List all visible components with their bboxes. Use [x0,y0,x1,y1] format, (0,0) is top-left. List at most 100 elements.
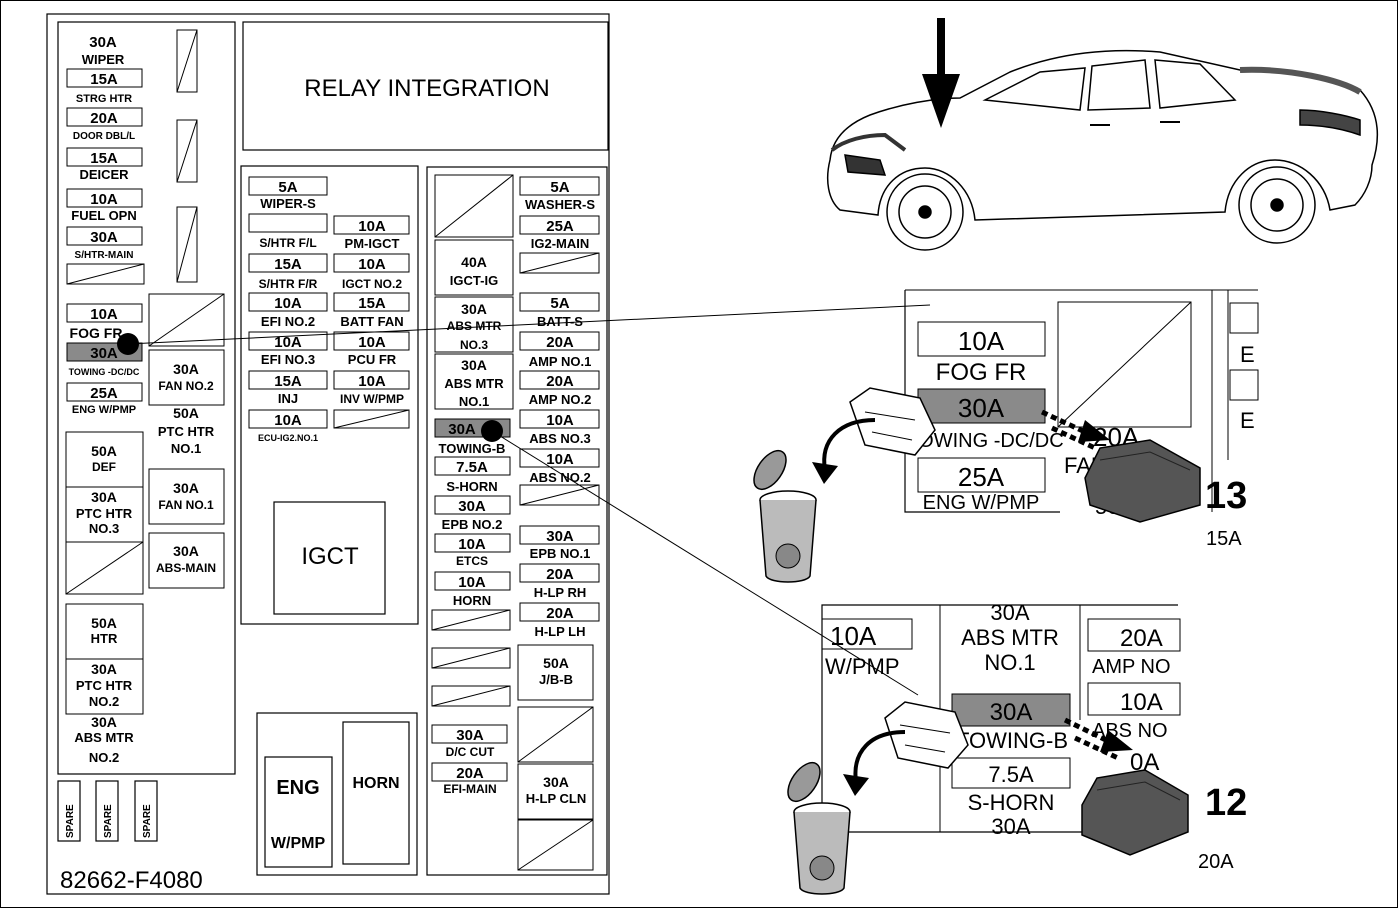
fuse-amp: 7.5A [456,459,488,476]
fuse-name: EPB NO.2 [442,517,503,532]
fuse-name: ABS NO.3 [529,431,590,446]
fuse-amp: 10A [90,306,118,323]
fuse-amp: 10A [458,574,486,591]
fuse-amp: 20A [456,765,484,782]
fuse-amp: 15A [358,295,386,312]
fuse-name: DEF [92,460,116,474]
fuse-amp: 20A [546,605,574,622]
fuse-amp: 10A [274,412,302,429]
detail-partial: 10A [830,621,877,651]
fuse-name: S/HTR F/R [259,277,318,291]
fuse-name: FUEL OPN [71,208,137,223]
fuse-amp: 30A [89,34,117,51]
fuse-name: WASHER-S [525,197,595,212]
fuse-name: S/HTR F/L [259,236,316,250]
detail-fuse-name: TOWING-B [956,728,1068,753]
fuse-amp: 30A [461,357,487,373]
fuse-name: FAN NO.1 [158,498,214,512]
fuse-name: HORN [453,593,491,608]
fuse-amp: 20A [546,373,574,390]
fuse-amp: 30A [458,498,486,515]
fuse-amp: 10A [274,334,302,351]
detail-fuse-amp: 10A [958,326,1005,356]
detail-top: 10A FOG FR 30A TOWING -DC/DC 25A ENG W/P… [753,289,1259,583]
fuse-name: J/B-B [539,672,573,687]
detail-fuse-amp: 30A [958,393,1005,423]
fuse-name: PCU FR [348,352,397,367]
fuse-amp: 30A [173,480,199,496]
eng-horn-block [256,712,418,876]
part-number: 82662-F4080 [60,867,203,894]
fuse-amp: 30A [173,543,199,559]
fuse-amp: 10A [458,536,486,553]
fuse-name: ECU-IG2.NO.1 [258,433,318,443]
fuse-amp: 10A [358,334,386,351]
detail-partial: 10A [1120,689,1163,716]
fuse-amp: 30A [91,714,117,730]
step-number: 13 [1205,475,1247,517]
spare-label-2: SPARE [103,804,114,838]
fuse-name: H-LP CLN [526,791,586,806]
fuse-name: PM-IGCT [345,236,400,251]
fuse-name: IGCT NO.2 [342,277,402,291]
fuse-name: INJ [278,391,298,406]
relay-integration-box [242,21,609,151]
fuse-box [46,13,610,895]
fuse-amp: 30A [546,528,574,545]
fuse-name: IG2-MAIN [531,236,590,251]
detail-fuse-amp: 7.5A [988,762,1034,787]
callout-dot-1 [117,333,139,355]
fuse-name: EFI-MAIN [443,782,496,796]
fuse-amp: 50A [543,655,569,671]
fuse-name: NO.1 [171,441,201,456]
detail-fuse-name: FOG FR [936,359,1027,386]
detail-fuse-name: TOWING -DC/DC [906,430,1063,452]
fuse-name: ABS MTR [447,319,502,333]
fuse-amp: 30A [461,301,487,317]
fuse-name: NO.3 [89,521,119,536]
fuse-name: TOWING-B [439,441,506,456]
fuse-name: AMP NO.2 [529,392,592,407]
fuse-amp: 5A [550,179,569,196]
fuse-amp: 30A [91,661,117,677]
fuse-amp: 30A [173,361,199,377]
left-column-fuses: 30A WIPER 15A STRG HTR 20A DOOR DBL/L 15… [65,34,225,765]
curved-arrow-icon [853,730,906,783]
detail-partial: 20A [1120,625,1163,652]
detail-bottom: 10A W/PMP 30A ABS MTR NO.1 20A AMP NO 10… [787,600,1247,895]
detail-partial: E [1240,342,1255,367]
detail-fuse-name: ENG W/PMP [923,492,1040,514]
fuse-name: PTC HTR [76,678,133,693]
fuse-amp: 30A [91,489,117,505]
fuse-amp: 20A [546,566,574,583]
detail-partial: AMP NO [1092,656,1171,678]
fuse-amp: 20A [90,110,118,127]
fuse-amp: 10A [358,256,386,273]
new-fuse-icon [1081,769,1189,856]
detail-partial: E [1240,408,1255,433]
fuse-amp: 15A [274,256,302,273]
fuse-name: D/C CUT [446,745,495,759]
fuse-name: HTR [91,631,118,646]
fuse-name: DEICER [79,167,129,182]
wpmp-label: W/PMP [271,835,326,852]
fuse-name: S/HTR-MAIN [75,250,134,261]
fuse-name: ABS MTR [444,376,504,391]
fuse-name: TOWING -DC/DC [69,367,140,377]
callout-lines [117,304,931,696]
middle-fuses: 5A WIPER-S S/HTR F/L 15A S/HTR F/R 10A E… [248,176,410,443]
fuse-amp: 10A [90,191,118,208]
fuse-amp: 50A [173,405,199,421]
spare-label-3: SPARE [142,804,153,838]
fuse-name: EFI NO.3 [261,352,315,367]
detail-fuse-name: S-HORN [968,790,1055,815]
fuse-name: H-LP RH [534,585,586,600]
fuse-amp: 15A [274,373,302,390]
fuse-amp: 10A [358,218,386,235]
fuse-amp: 30A [456,727,484,744]
fuse-name: ETCS [456,554,488,568]
fuse-name: ABS MTR [74,730,134,745]
fuse-name: ABS NO.2 [529,470,590,485]
curved-arrow-icon [822,418,876,471]
